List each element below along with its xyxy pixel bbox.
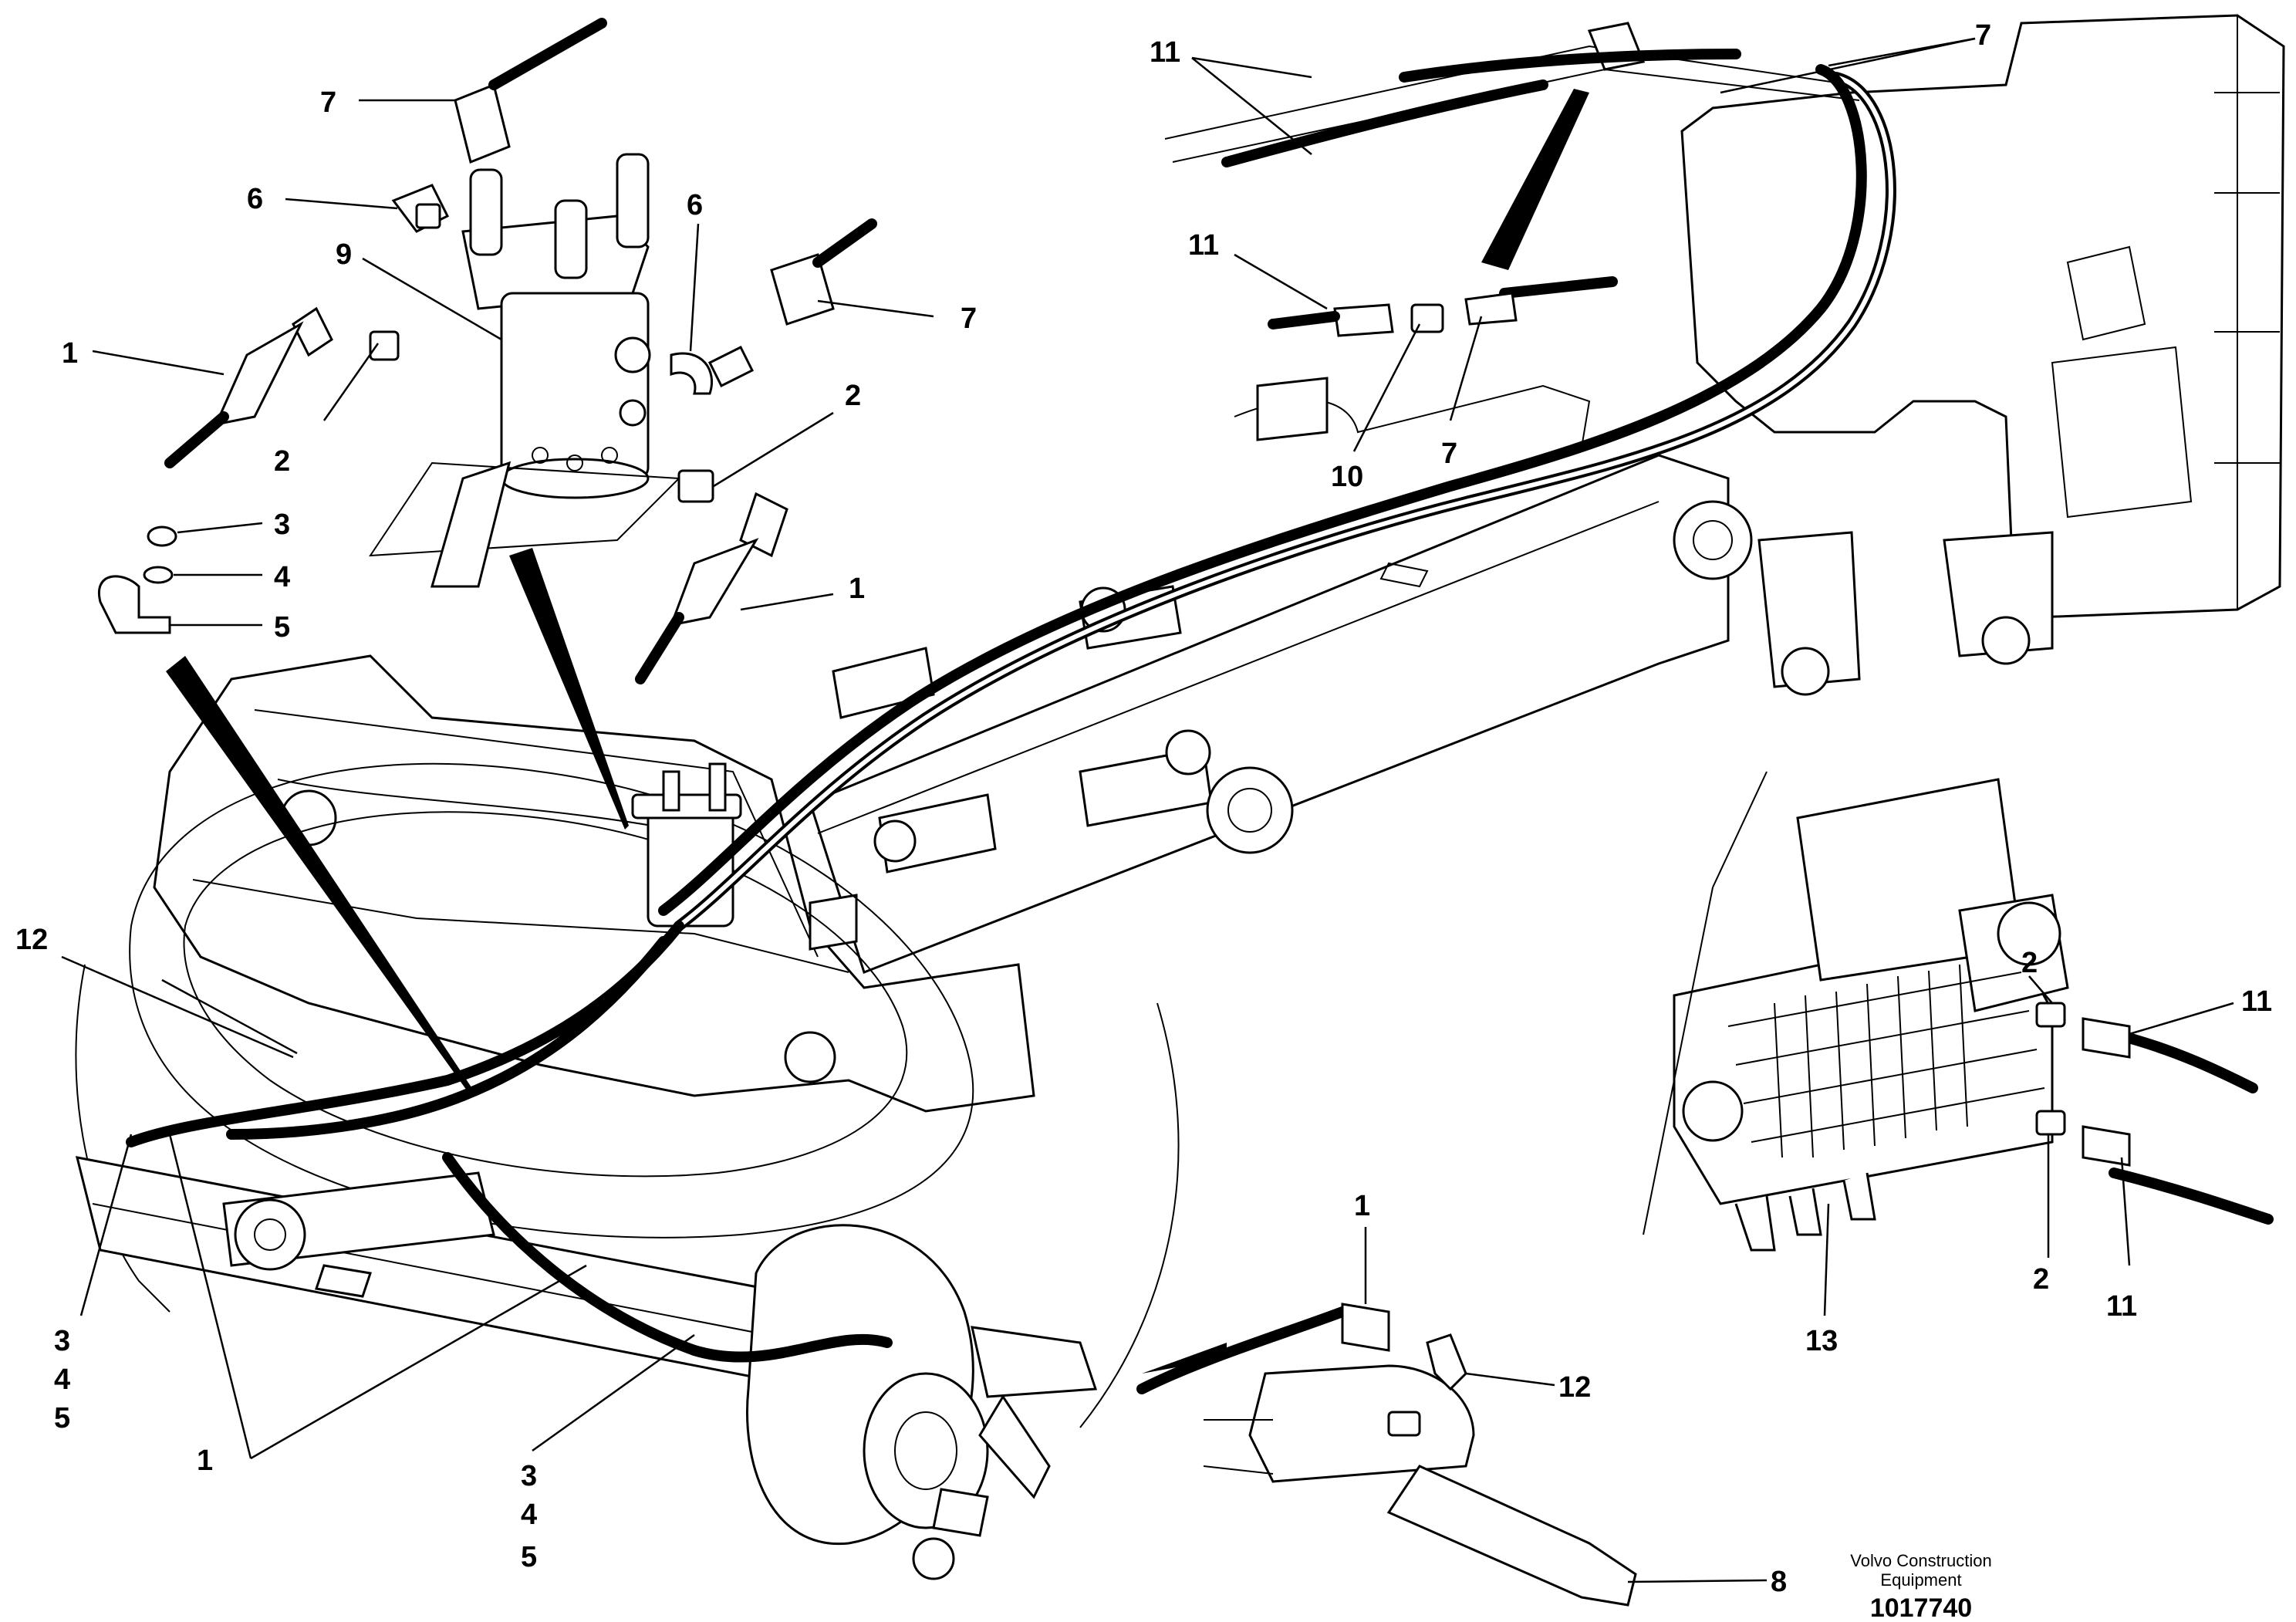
label-2-valve-top: 2 [2021, 947, 2038, 979]
label-8: 8 [1771, 1566, 1787, 1598]
pivot-lever [222, 1171, 495, 1298]
exploded-parts [97, 18, 2131, 1391]
label-7-mid-right: 7 [1441, 438, 1457, 470]
label-2-mid: 2 [845, 380, 861, 412]
leader-lines [61, 37, 2234, 1583]
label-12-bottom-right: 12 [1558, 1371, 1591, 1404]
label-1-bottom-center: 1 [1354, 1190, 1370, 1222]
label-3-top-left: 3 [274, 509, 290, 541]
callout-labels: 7 6 9 1 2 6 7 2 1 3 4 5 12 3 4 5 1 3 4 5… [15, 19, 2272, 1598]
label-1-bottom-left: 1 [197, 1445, 213, 1477]
credit-line-1: Volvo Construction [1850, 1551, 1991, 1570]
label-3-bottom-left: 3 [54, 1325, 70, 1357]
label-4-top-left: 4 [274, 561, 290, 593]
credit-line-2: Equipment [1880, 1570, 1961, 1590]
axle-beam [809, 454, 1753, 974]
main-frame [1680, 14, 2285, 696]
label-7-top-left: 7 [320, 86, 336, 119]
label-1-mid: 1 [849, 573, 865, 605]
hydraulic-hoses [126, 49, 2274, 1394]
label-5-bottom-center: 5 [521, 1541, 537, 1573]
label-2-left: 2 [274, 445, 290, 478]
label-13: 13 [1805, 1325, 1838, 1357]
turntable-ring [75, 762, 1180, 1428]
pointer-wedges [166, 89, 1589, 1374]
label-11-valve-top: 11 [2241, 985, 2272, 1018]
label-5-bottom-left: 5 [54, 1402, 70, 1434]
label-6-left: 6 [247, 183, 263, 215]
label-4-bottom-left: 4 [54, 1363, 70, 1396]
part-number: 1017740 [1870, 1593, 1972, 1622]
label-11-valve-bottom: 11 [2106, 1290, 2137, 1323]
label-12-left: 12 [15, 924, 48, 956]
machine-drawing [75, 14, 2285, 1607]
label-1-left: 1 [62, 337, 78, 370]
label-3-bottom-center: 3 [521, 1460, 537, 1492]
label-7-right: 7 [961, 302, 977, 335]
steering-cylinder [1203, 1364, 1637, 1607]
control-valve [1643, 771, 2069, 1252]
label-11-top: 11 [1150, 36, 1180, 69]
front-frame [153, 654, 1035, 1113]
label-4-bottom-center: 4 [521, 1499, 537, 1531]
label-2-valve-bottom: 2 [2033, 1263, 2049, 1296]
label-10: 10 [1331, 461, 1363, 493]
label-6-right: 6 [687, 189, 703, 221]
label-7-top-right: 7 [1975, 19, 1991, 52]
label-11-mid: 11 [1188, 229, 1219, 262]
label-5-top-left: 5 [274, 611, 290, 644]
credit-block: Volvo Construction Equipment 1017740 [1850, 1551, 1991, 1622]
label-9: 9 [336, 238, 352, 271]
